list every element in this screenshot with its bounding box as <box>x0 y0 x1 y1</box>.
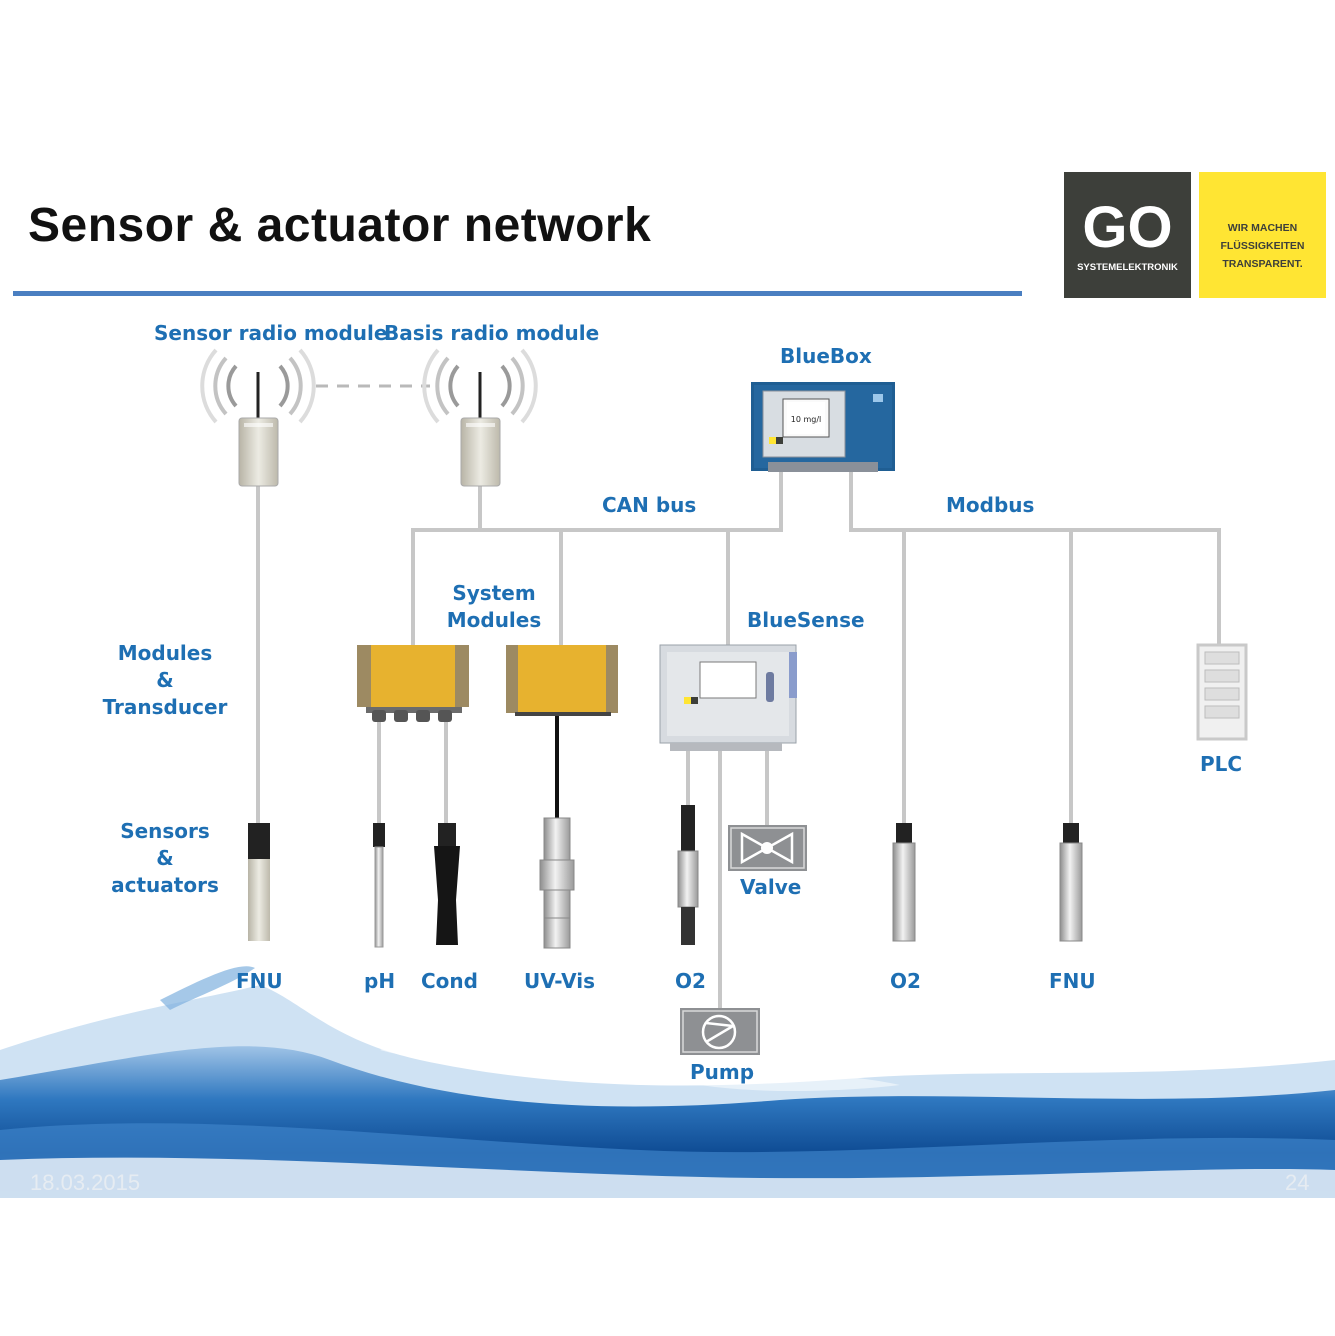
logo-slogan-box: WIR MACHEN FLÜSSIGKEITEN TRANSPARENT. <box>1199 172 1326 298</box>
water-background <box>0 966 1335 1198</box>
logo-mark: GO <box>1082 195 1173 260</box>
logo-slogan-line-1: WIR MACHEN <box>1227 222 1298 234</box>
label-modbus: Modbus <box>946 493 1035 517</box>
label-pump: Pump <box>690 1060 755 1084</box>
uvvis-sensor <box>539 817 575 949</box>
fnu-sensor-2 <box>1059 823 1083 942</box>
go-logo: GO SYSTEMELEKTRONIK <box>1064 172 1191 298</box>
footer-date: 18.03.2015 <box>30 1170 141 1195</box>
sensor-label-uvvis: UV-Vis <box>524 969 595 993</box>
system-module-1 <box>357 645 469 722</box>
label-plc: PLC <box>1200 752 1243 776</box>
label-valve: Valve <box>740 875 802 899</box>
pump-icon <box>680 1008 760 1055</box>
sensor-label-o2-1: O2 <box>675 969 706 993</box>
sensor-label-ph: pH <box>364 969 396 993</box>
logo-slogan-line-2: FLÜSSIGKEITEN <box>1220 240 1305 252</box>
sensor-label-fnu-2: FNU <box>1049 969 1096 993</box>
label-sensor-radio-module: Sensor radio module <box>154 321 388 345</box>
svg-text:10 mg/l: 10 mg/l <box>791 415 822 424</box>
o2-sensor-1 <box>677 805 699 945</box>
label-bluebox: BlueBox <box>780 344 872 368</box>
label-basis-radio-module: Basis radio module <box>384 321 600 345</box>
fnu-sensor-1 <box>248 823 270 941</box>
system-module-2 <box>506 645 618 716</box>
logo-slogan-line-3: TRANSPARENT. <box>1222 258 1303 270</box>
sensor-label-cond: Cond <box>421 969 478 993</box>
basis-radio-module <box>422 348 538 487</box>
label-system-modules: System Modules <box>446 581 542 632</box>
ph-sensor <box>373 823 385 948</box>
sensor-label-fnu-1: FNU <box>236 969 283 993</box>
cond-sensor <box>434 823 460 945</box>
logo-subtitle: SYSTEMELEKTRONIK <box>1077 262 1178 273</box>
bluesense-device <box>659 644 797 751</box>
label-modules-transducer: Modules & Transducer <box>102 641 228 719</box>
connection-lines <box>256 470 1221 1008</box>
label-sensors-actuators: Sensors & actuators <box>111 819 219 897</box>
valve-icon <box>728 825 807 871</box>
title-divider <box>13 291 1022 296</box>
page-title: Sensor & actuator network <box>28 199 652 252</box>
footer-page-number: 24 <box>1285 1170 1310 1195</box>
o2-sensor-2 <box>892 823 916 942</box>
label-bluesense: BlueSense <box>747 608 865 632</box>
sensor-label-o2-2: O2 <box>890 969 921 993</box>
sensor-radio-module <box>200 348 316 487</box>
bluebox-device: 10 mg/l <box>751 382 895 472</box>
label-can-bus: CAN bus <box>602 493 697 517</box>
plc-device <box>1196 643 1248 741</box>
